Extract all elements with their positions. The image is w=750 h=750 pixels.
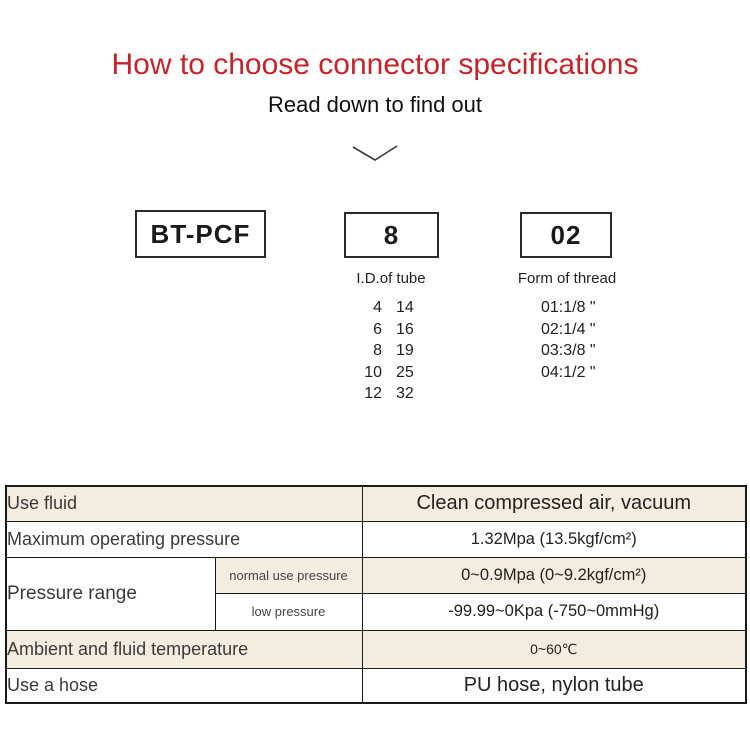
tube-id-value: 10	[364, 363, 382, 381]
tube-id-code-box: 8	[344, 212, 439, 258]
tube-id-value: 12	[364, 385, 382, 403]
tube-od-value: 14	[396, 299, 414, 316]
thread-form-item: 04:1/2 "	[541, 363, 596, 381]
tube-id-value: 8	[373, 342, 382, 360]
spec-label: Maximum operating pressure	[5, 520, 363, 558]
spec-value: -99.99~0Kpa (-750~0mmHg)	[361, 592, 747, 631]
chevron-down-icon	[351, 142, 399, 164]
thread-code-box: 02	[520, 212, 612, 258]
tube-id-value: 6	[373, 320, 382, 338]
table-row: Use fluid Clean compressed air, vacuum	[5, 485, 747, 522]
page-title: How to choose connector specifications	[111, 48, 639, 81]
tube-size-row: 10 25	[340, 362, 440, 384]
tube-id-caption: I.D.of tube	[356, 270, 426, 287]
spec-value: 1.32Mpa (13.5kgf/cm²)	[361, 520, 747, 558]
tube-size-row: 12 32	[340, 383, 440, 405]
thread-form-item: 03:3/8 "	[541, 342, 596, 360]
spec-sublabel: normal use pressure	[214, 556, 363, 594]
table-row: low pressure -99.99~0Kpa (-750~0mmHg)	[6, 592, 747, 631]
table-row: Use a hose PU hose, nylon tube	[5, 667, 747, 704]
spec-value: 0~0.9Mpa (0~9.2kgf/cm²)	[361, 556, 747, 594]
spec-value: 0~60℃	[361, 629, 747, 669]
thread-form-caption: Form of thread	[517, 270, 617, 287]
spec-table: Use fluid Clean compressed air, vacuum M…	[5, 485, 747, 704]
tube-size-row: 8 19	[340, 340, 440, 362]
tube-od-value: 25	[396, 363, 414, 381]
table-row: Pressure range normal use pressure 0~0.9…	[5, 556, 747, 631]
model-code-box: BT-PCF	[135, 210, 266, 258]
table-row: Maximum operating pressure 1.32Mpa (13.5…	[5, 520, 747, 558]
thread-form-item: 02:1/4 "	[541, 320, 596, 338]
spec-label: Use fluid	[5, 485, 363, 522]
tube-size-row: 4 14	[340, 297, 440, 319]
page-subtitle: Read down to find out	[267, 92, 483, 117]
spec-label: Ambient and fluid temperature	[5, 629, 363, 669]
spec-label: Use a hose	[5, 667, 363, 704]
spec-label: Pressure range	[5, 556, 216, 631]
table-row: Ambient and fluid temperature 0~60℃	[5, 629, 747, 669]
tube-od-value: 16	[396, 320, 414, 338]
spec-value: PU hose, nylon tube	[361, 667, 747, 704]
thread-form-list: 01:1/8 " 02:1/4 " 03:3/8 " 04:1/2 "	[541, 297, 661, 383]
spec-value: Clean compressed air, vacuum	[361, 485, 747, 522]
spec-sublabel: low pressure	[214, 592, 363, 631]
tube-id-value: 4	[373, 299, 382, 316]
tube-od-value: 19	[396, 342, 414, 360]
thread-form-item: 01:1/8 "	[541, 299, 596, 316]
tube-od-value: 32	[396, 385, 414, 403]
tube-size-list: 4 14 6 16 8 19 10 25 12 32	[340, 297, 440, 405]
tube-size-row: 6 16	[340, 319, 440, 341]
